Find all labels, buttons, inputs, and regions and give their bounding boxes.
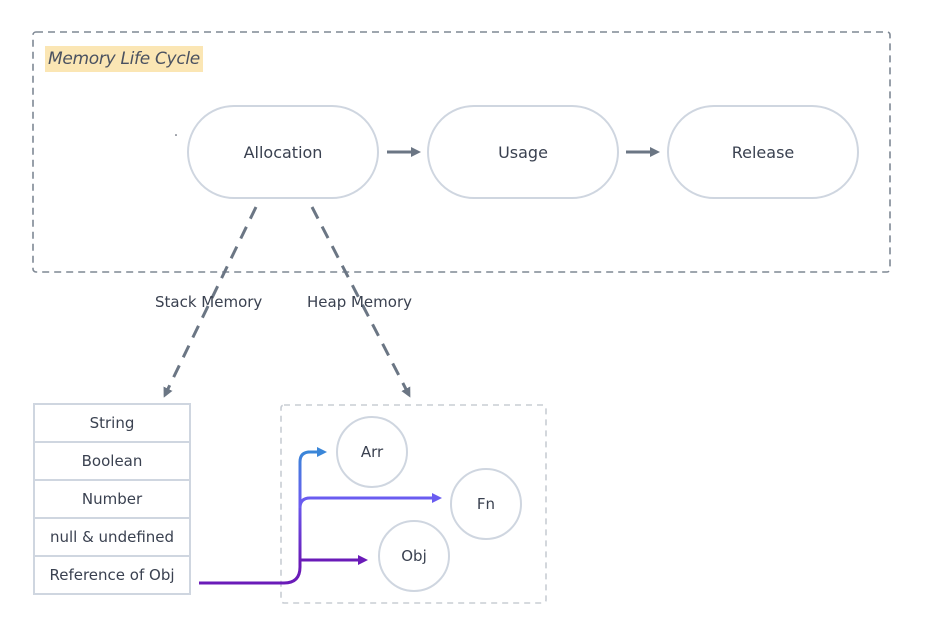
stack-item-reference: Reference of Obj <box>33 555 191 595</box>
diagram-title: Memory Life Cycle <box>45 46 203 72</box>
heap-item-arr: Arr <box>336 416 408 488</box>
heap-item-obj: Obj <box>378 520 450 592</box>
reference-line-to-obj <box>199 555 368 585</box>
heap-item-fn: Fn <box>450 468 522 540</box>
stage-allocation: Allocation <box>187 105 379 199</box>
stack-item-boolean: Boolean <box>33 441 191 481</box>
heap-memory-label: Heap Memory <box>307 293 412 311</box>
stack-item-string: String <box>33 403 191 443</box>
stack-memory-label: Stack Memory <box>155 293 263 311</box>
stack-table: String Boolean Number null & undefined R… <box>33 403 191 595</box>
heap-frame <box>280 404 547 604</box>
stage-release: Release <box>667 105 859 199</box>
stack-item-number: Number <box>33 479 191 519</box>
stray-dot <box>175 134 177 136</box>
stage-usage: Usage <box>427 105 619 199</box>
arrow-to-stack <box>163 206 258 398</box>
arrow-to-heap <box>310 206 411 398</box>
lifecycle-frame <box>32 31 891 273</box>
reference-line-to-fn <box>298 493 442 509</box>
stack-item-null-undefined: null & undefined <box>33 517 191 557</box>
